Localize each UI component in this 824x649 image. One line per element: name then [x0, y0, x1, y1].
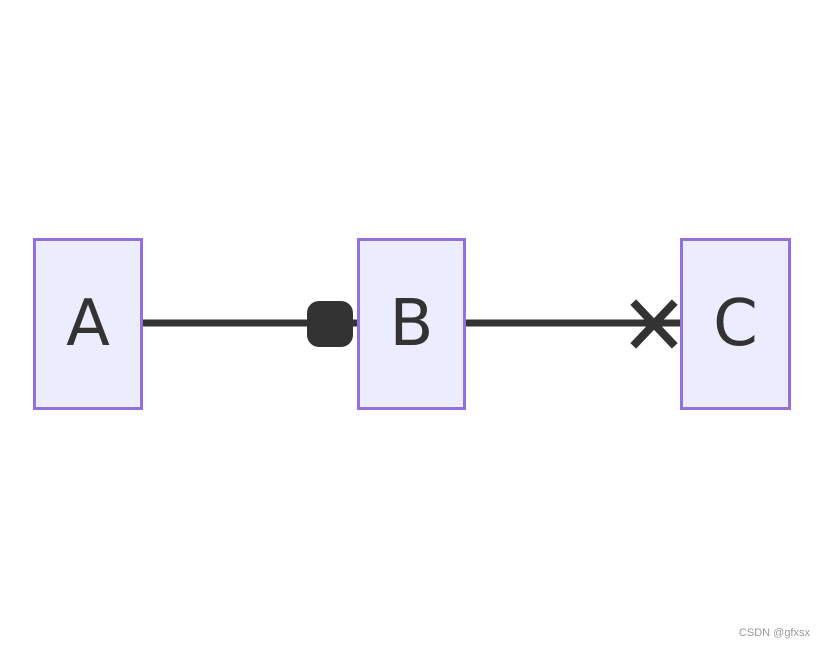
- node-b: B: [357, 238, 466, 410]
- node-c: C: [680, 238, 791, 410]
- node-b-label: B: [389, 287, 434, 361]
- node-a-label: A: [66, 287, 110, 361]
- node-a: A: [33, 238, 143, 410]
- node-c-label: C: [713, 287, 758, 361]
- edge-b-c-cross-head: [630, 299, 678, 349]
- watermark: CSDN @gfxsx: [738, 627, 810, 639]
- edge-a-b-circle-head: [307, 301, 353, 347]
